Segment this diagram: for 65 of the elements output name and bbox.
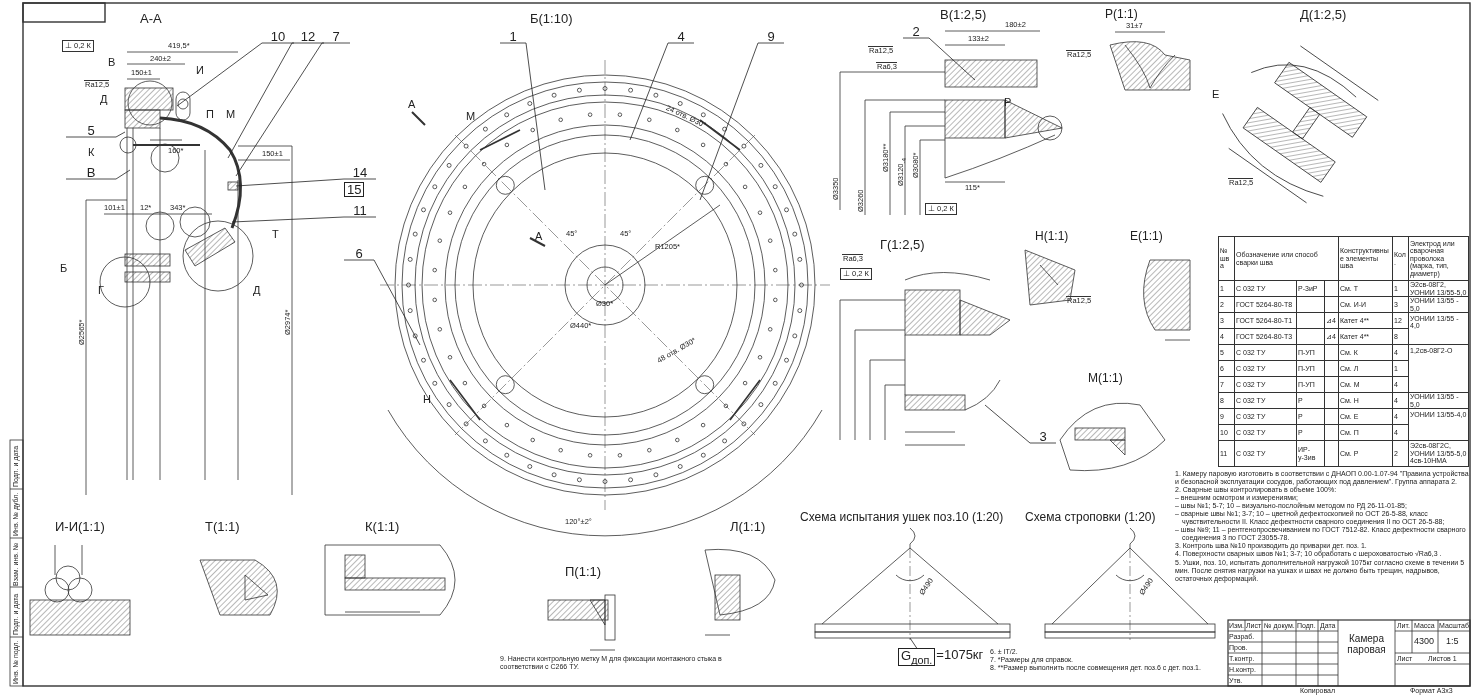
section-letter: И — [196, 64, 204, 77]
section-letter: Б — [60, 262, 68, 275]
leader-line — [909, 637, 918, 649]
section-letter: Т — [272, 228, 279, 241]
title-block-text: 4300 — [1414, 637, 1435, 647]
section-letter: Н — [423, 393, 431, 406]
view-title: Б(1:10) — [530, 12, 573, 27]
callout-number: 11 — [344, 204, 376, 217]
callout-number: 3 — [1030, 430, 1056, 443]
section-letter: М — [226, 108, 236, 121]
section-letter: В — [108, 56, 116, 69]
boxed-callout: G$_{доп.}$ — [898, 648, 936, 667]
callout-number: 14 — [344, 166, 376, 179]
section-letter: Д — [253, 284, 261, 297]
section-letter: Г — [98, 284, 104, 297]
view-title: Схема испытания ушек поз.10 (1:20) — [800, 511, 1004, 525]
section-letter: Р — [1004, 96, 1012, 109]
leader-line — [902, 37, 976, 81]
leader-line — [499, 42, 546, 191]
leader-line — [984, 404, 1057, 444]
view-title: Л(1:1) — [730, 520, 766, 535]
callout-number: 6 — [344, 247, 374, 260]
callout-number: 1 — [500, 30, 526, 43]
load-value: =1075кг — [936, 648, 984, 663]
leader-line — [227, 42, 325, 159]
view-title: К(1:1) — [365, 520, 400, 535]
leader-line — [65, 131, 126, 138]
view-title: Е(1:1) — [1130, 230, 1163, 244]
callout-number: 9 — [758, 30, 784, 43]
leader-line — [629, 42, 695, 141]
section-letter: А — [535, 230, 543, 243]
view-title: П(1:1) — [565, 565, 602, 580]
section-letter: Д — [100, 93, 108, 106]
section-letter: П — [206, 108, 214, 121]
view-title: Г(1:2,5) — [880, 238, 925, 253]
leader-line — [699, 42, 785, 201]
document-title: Камера паровая — [1346, 633, 1387, 655]
leader-line — [231, 216, 377, 223]
view-title: В(1:2,5) — [940, 8, 987, 23]
boxed-callout: 15 — [344, 182, 365, 197]
view-title: И-И(1:1) — [55, 520, 105, 535]
callout-number: 12 — [292, 30, 324, 43]
section-letter: М — [466, 110, 476, 123]
title-block-text: 1:5 — [1446, 637, 1459, 647]
leader-line — [176, 42, 295, 107]
section-letter: Е — [1212, 88, 1220, 101]
leader-line — [235, 178, 377, 187]
view-title: Т(1:1) — [205, 520, 240, 535]
leader-line — [343, 259, 421, 346]
callout-number: В — [66, 166, 116, 179]
view-title: Д(1:2,5) — [1300, 8, 1347, 23]
view-title: А-А — [140, 12, 162, 27]
view-title: Н(1:1) — [1035, 230, 1069, 244]
callout-number: 2 — [903, 25, 929, 38]
view-title: Схема строповки (1:20) — [1025, 511, 1156, 525]
view-title: М(1:1) — [1088, 372, 1123, 386]
section-letter: К — [88, 146, 95, 159]
view-title: Р(1:1) — [1105, 8, 1138, 22]
callout-number: 10 — [262, 30, 294, 43]
callout-number: 7 — [322, 30, 350, 43]
leader-line — [65, 169, 131, 180]
section-letter: А — [408, 98, 416, 111]
leader-line — [235, 42, 351, 177]
callout-number: 5 — [66, 124, 116, 137]
callout-number: 4 — [668, 30, 694, 43]
